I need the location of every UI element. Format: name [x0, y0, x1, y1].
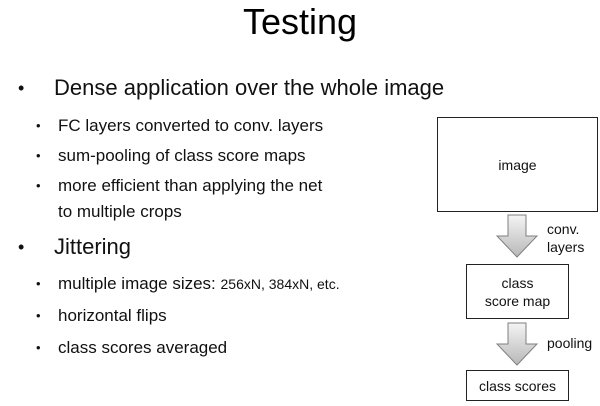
sub-bullet-fc-layers: • FC layers converted to conv. layers	[36, 116, 324, 135]
bullet-dot-icon: •	[36, 178, 41, 193]
sub-bullet-sum-pooling: • sum-pooling of class score maps	[36, 146, 306, 165]
bullet-dot-icon: •	[18, 237, 25, 257]
sub-bullet-image-sizes: • multiple image sizes: 256xN, 384xN, et…	[36, 274, 340, 293]
pooling-label: pooling	[547, 335, 593, 351]
image-box: image	[437, 117, 598, 212]
bullet-dot-icon: •	[36, 308, 41, 323]
class-score-map-box: class score map	[466, 264, 569, 319]
class-scores-box: class scores	[466, 370, 569, 401]
bullet-jittering: • Jittering	[18, 234, 132, 259]
bullet-dot-icon: •	[36, 118, 41, 133]
bullet-dot-icon: •	[18, 78, 25, 98]
sub-bullet-more-efficient-cont: to multiple crops	[58, 202, 182, 221]
slide-title: Testing	[242, 1, 358, 42]
bullet-dense-application: • Dense application over the whole image	[18, 75, 445, 100]
sub-bullet-horizontal-flips: • horizontal flips	[36, 306, 167, 325]
sub-bullet-more-efficient: • more efficient than applying the net	[36, 176, 323, 195]
down-arrow-icon	[496, 322, 538, 366]
bullet-dot-icon: •	[36, 276, 41, 291]
sub-bullet-class-scores-averaged: • class scores averaged	[36, 338, 228, 357]
conv-layers-label: conv. layers	[547, 221, 585, 255]
bullet-dot-icon: •	[36, 148, 41, 163]
down-arrow-icon	[496, 214, 538, 258]
bullet-dot-icon: •	[36, 340, 41, 355]
